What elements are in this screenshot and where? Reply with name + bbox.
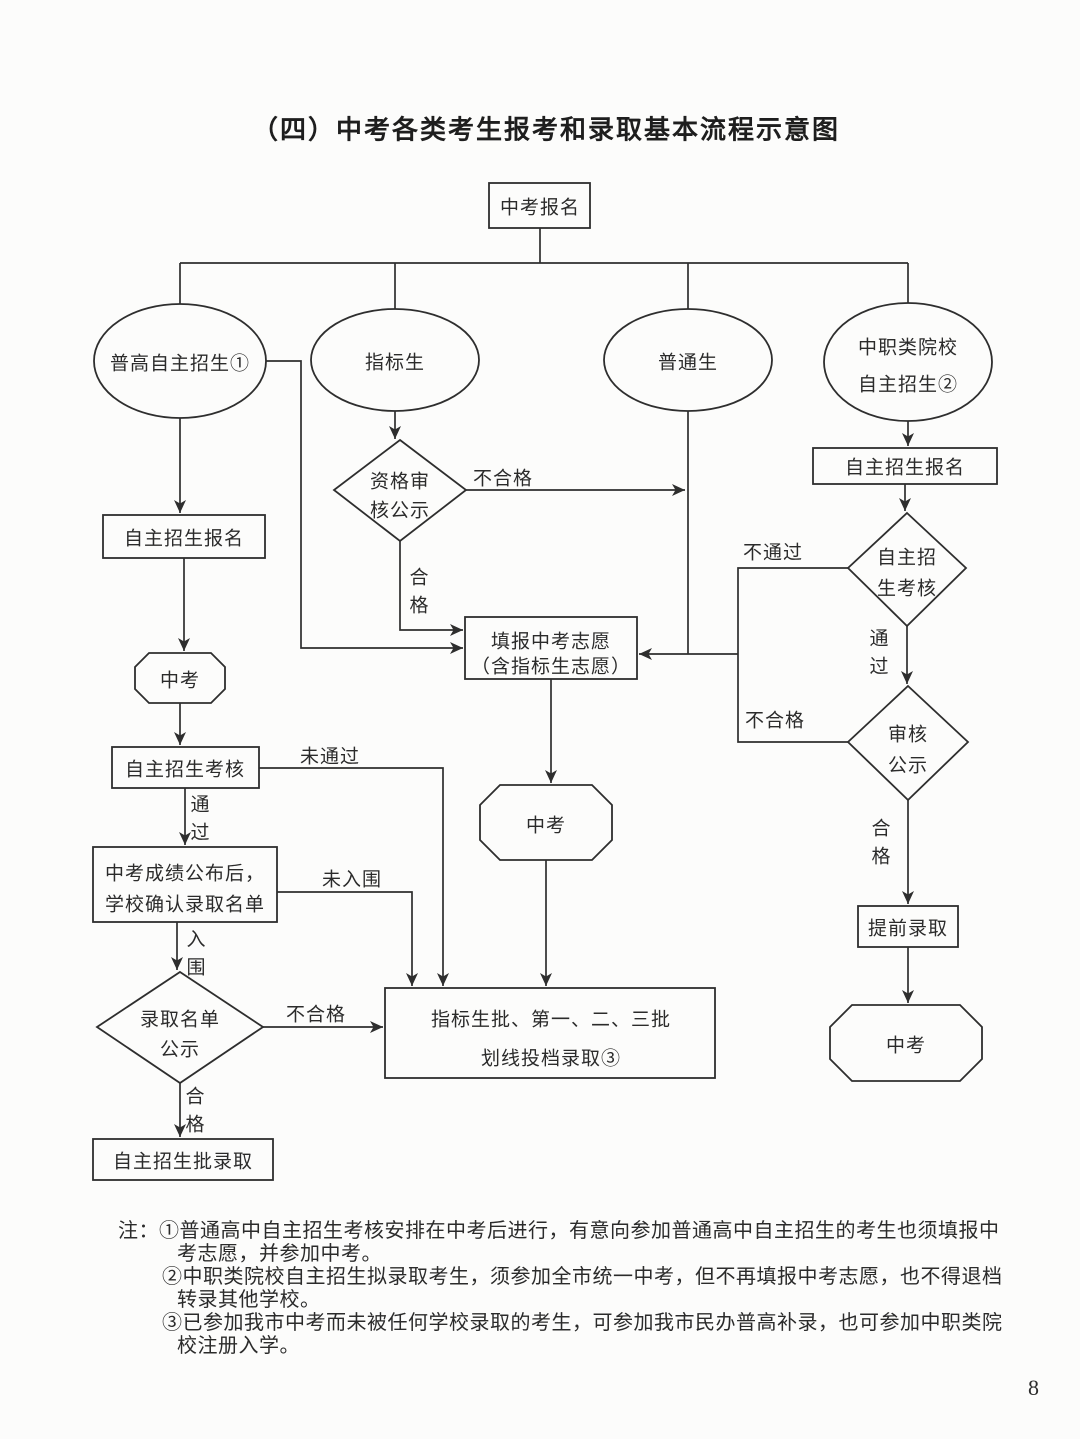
list-pass-label: 合格 [182,1086,204,1142]
note-line-1: 注：①普通高中自主招生考核安排在中考后进行，有意向参加普通高中自主招生的考生也须… [118,1220,1000,1242]
edge-confirm-out [277,891,418,986]
right-exam-octagon [829,1004,983,1082]
right-apply-box-label: 自主招生报名 [844,457,966,479]
right-assess-diamond [846,511,968,628]
zhongzhi-ellipse [823,302,993,422]
right-assess-diamond-label-1: 自主招 [876,547,938,569]
left-assess-box-label: 自主招生考核 [124,759,246,781]
note-line-4: 转录其他学校。 [177,1289,321,1311]
start-box-label: 中考报名 [499,197,581,219]
qualify-fail-label: 不合格 [472,468,534,490]
assess-fail-label: 未通过 [299,746,361,768]
left-exam-label: 中考 [159,670,201,692]
edge-assess-fail [259,767,449,986]
edge-right-fail-connector [737,567,848,743]
putong-ellipse-label: 普通生 [657,352,719,374]
right-review-fail-label: 不合格 [744,710,806,732]
right-review-diamond-label-2: 公示 [887,755,929,777]
fill-wish-box-label-2: （含指标生志愿） [470,656,632,678]
right-early-box-label: 提前录取 [867,918,949,940]
qualify-diamond-label-2: 核公示 [369,500,431,522]
note-line-6: 校注册入学。 [177,1335,300,1357]
note-line-5: ③已参加我市中考而未被任何学校录取的考生，可参加我市民办普高补录，也可参加中职类… [162,1312,1003,1334]
page-title: （四）中考各类考生报考和录取基本流程示意图 [251,115,841,145]
batch-box-label-2: 划线投档录取③ [480,1048,622,1070]
left-apply-box-label: 自主招生报名 [123,528,245,550]
right-assess-diamond-label-2: 生考核 [876,578,938,600]
qualify-diamond-label-1: 资格审 [369,471,431,493]
list-fail-label: 不合格 [285,1004,347,1026]
right-exam-label: 中考 [885,1035,927,1057]
batch-box-label-1: 指标生批、第一、二、三批 [430,1009,672,1031]
note-line-2: 考志愿，并参加中考。 [177,1243,382,1265]
mid-exam-octagon [479,784,613,861]
mid-exam-label: 中考 [525,815,567,837]
confirm-in-label: 入围 [183,929,205,985]
zhongzhi-ellipse-label-2: 自主招生② [857,374,959,396]
edge-pugao-to-wish [266,360,463,654]
left-confirm-box-label-2: 学校确认录取名单 [104,894,266,916]
list-diamond-label-1: 录取名单 [139,1009,221,1031]
left-confirm-box-label-1: 中考成绩公布后， [104,863,266,885]
batch-box-shape [384,987,716,1079]
right-review-diamond-label-1: 审核 [887,724,929,746]
edge-qualify-pass [399,541,463,636]
left-exam-octagon [134,652,226,704]
left-admit-box-label: 自主招生批录取 [112,1151,254,1173]
pugao-ellipse-label: 普高自主招生① [109,353,251,375]
list-diamond-label-2: 公示 [159,1039,201,1061]
left-admit-box-shape [92,1138,274,1181]
right-assess-pass-label: 通过 [866,628,888,684]
zhongzhi-ellipse-label-1: 中职类院校 [857,337,959,359]
confirm-out-label: 未入围 [321,869,383,891]
right-assess-fail-label: 不通过 [742,542,804,564]
assess-pass-label: 通过 [187,794,209,850]
right-review-pass-label: 合格 [868,818,890,874]
note-line-3: ②中职类院校自主招生拟录取考生，须参加全市统一中考，但不再填报中考志愿，也不得退… [162,1266,1003,1288]
page-number: 8 [1028,1375,1040,1400]
qualify-pass-label: 合格 [406,567,428,623]
zhibiao-ellipse-label: 指标生 [364,352,426,374]
left-confirm-box-shape [92,846,278,923]
fill-wish-box-label-1: 填报中考志愿 [490,631,612,653]
